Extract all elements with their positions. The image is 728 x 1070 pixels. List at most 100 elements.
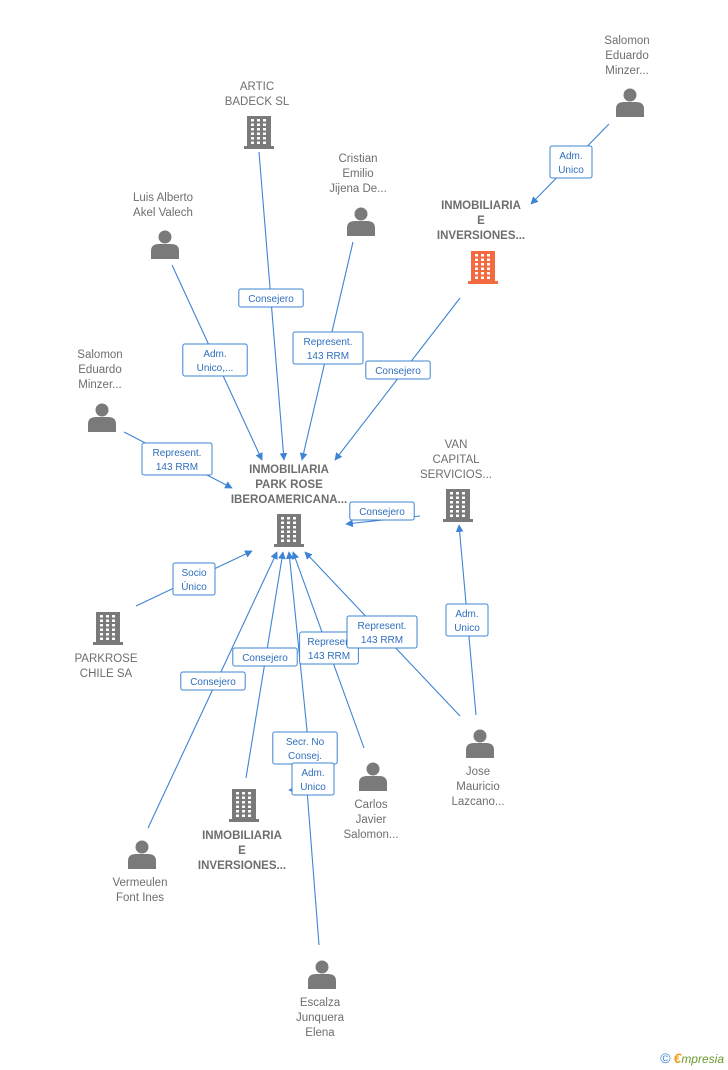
building-icon <box>468 251 498 284</box>
edge-label-inmob_bottom-to-center[interactable]: Consejero <box>232 647 298 667</box>
node-label-line: PARKROSE <box>74 653 137 665</box>
edge-label-van-to-center[interactable]: Consejero <box>349 501 415 521</box>
node-label-line: Salomon <box>604 35 649 47</box>
brand-initial: € <box>673 1050 682 1066</box>
building-icon <box>229 789 259 822</box>
brand-footer: ©€mpresia <box>660 1050 724 1066</box>
node-label-line: Salomon... <box>344 829 399 841</box>
edge-label-cristian-to-center[interactable]: Represent.143 RRM <box>292 331 364 365</box>
person-icon <box>616 88 644 117</box>
node-label-line: Mauricio <box>456 781 499 793</box>
node-label-line: Jijena De... <box>329 183 387 195</box>
node-label-line: Jose <box>466 766 490 778</box>
person-icon <box>466 729 494 758</box>
edge-label-text: Adm. <box>455 609 478 620</box>
edge-label-text: Secr. No <box>286 737 325 748</box>
edge-label-escalza-to-inmob_bottom[interactable]: Adm. Unico <box>291 762 335 796</box>
edge-label-text: Unico <box>558 165 584 176</box>
person-icon <box>88 403 116 432</box>
brand-name: mpresia <box>681 1052 724 1066</box>
node-label-line: INMOBILIARIA <box>202 830 282 842</box>
node-label-line: INMOBILIARIA <box>249 464 329 476</box>
edge-label-text: 143 RRM <box>361 635 403 646</box>
node-label-line: Carlos <box>354 799 387 811</box>
edge-label-text: Consejero <box>359 507 405 518</box>
node-salomon_left[interactable]: SalomonEduardoMinzer... <box>77 349 123 432</box>
edge-label-inmob_top-to-center[interactable]: Consejero <box>365 360 431 380</box>
edge-escalza-to-inmob_bottom <box>288 786 320 946</box>
node-label-line: BADECK SL <box>225 96 290 108</box>
node-label-line: INVERSIONES... <box>198 860 286 872</box>
person-icon <box>308 960 336 989</box>
node-label-line: E <box>238 845 246 857</box>
person-icon <box>151 230 179 259</box>
node-label-line: INMOBILIARIA <box>441 200 521 212</box>
person-icon <box>347 207 375 236</box>
edge-label-artic-to-center[interactable]: Consejero <box>238 288 304 308</box>
edge-label-jose-to-van[interactable]: Adm. Unico <box>445 603 489 637</box>
node-label-line: Salomon <box>77 349 122 361</box>
edge-label-text: Unico <box>454 623 480 634</box>
node-label-line: VAN <box>445 439 468 451</box>
edge-label-jose-to-center[interactable]: Represent. 143 RRM <box>346 615 418 649</box>
person-icon <box>128 840 156 869</box>
edge-label-carlos-to-center[interactable]: Represen 143 RRM <box>299 631 359 665</box>
node-label-line: CHILE SA <box>80 668 133 680</box>
node-label-line: Javier <box>356 814 387 826</box>
edge-label-text: Represen <box>307 637 350 648</box>
edge-label-text: Consejero <box>190 677 236 688</box>
edge-label-text: Socio <box>181 568 206 579</box>
nodes-layer: INMOBILIARIA PARK ROSE IBEROAMERICANA... AR… <box>74 35 649 1039</box>
edge-label-text: Consejero <box>248 294 294 305</box>
node-salomon_top[interactable]: SalomonEduardoMinzer... <box>604 35 650 117</box>
node-label-line: Font Ines <box>116 892 164 904</box>
node-label-line: SERVICIOS... <box>420 469 492 481</box>
node-label-line: Luis Alberto <box>133 192 193 204</box>
node-label-line: Elena <box>305 1027 335 1039</box>
node-label-line: CAPITAL <box>432 454 480 466</box>
edge-label-escalza-to-center[interactable]: Secr. No Consej. <box>272 731 338 765</box>
building-icon <box>244 116 274 149</box>
node-label-line: Emilio <box>342 168 373 180</box>
building-icon <box>274 514 304 547</box>
edge-label-text: Consej. <box>288 751 322 762</box>
node-label-line: Junquera <box>296 1012 345 1024</box>
node-label-line: Akel Valech <box>133 207 193 219</box>
node-carlos[interactable]: CarlosJavierSalomon... <box>344 762 399 842</box>
person-icon <box>359 762 387 791</box>
node-van[interactable]: VAN CAPITAL SERVICIOS... <box>420 439 492 522</box>
copyright-symbol: © <box>660 1050 671 1066</box>
node-jose[interactable]: JoseMauricioLazcano... <box>451 729 505 809</box>
node-parkrose[interactable]: PARKROSE CHILE SA <box>74 612 138 680</box>
node-center[interactable]: INMOBILIARIA PARK ROSE IBEROAMERICANA... <box>231 464 347 547</box>
edge-label-text: Represent. <box>304 337 353 348</box>
node-inmob_top[interactable]: INMOBILIARIAEINVERSIONES... <box>437 200 525 284</box>
edge-label-text: 143 RRM <box>308 651 350 662</box>
edge-label-text: Consejero <box>242 653 288 664</box>
node-label-line: Escalza <box>300 997 341 1009</box>
edge-label-text: 143 RRM <box>156 462 198 473</box>
edge-label-salomon_left-to-center[interactable]: Represent. 143 RRM <box>141 442 213 476</box>
edge-label-text: Adm. <box>203 349 226 360</box>
node-label-line: Eduardo <box>605 50 648 62</box>
edge-label-text: Unico,... <box>197 363 234 374</box>
edge-label-luis-to-center[interactable]: Adm. Unico,... <box>182 343 248 377</box>
edge-label-text: Represent. <box>358 621 407 632</box>
node-label-line: Minzer... <box>78 379 121 391</box>
edge-label-text: Adm. <box>301 768 324 779</box>
edge-label-salomon_top-to-inmob_top[interactable]: Adm.Unico <box>549 145 593 179</box>
node-label-line: IBEROAMERICANA... <box>231 494 347 506</box>
edge-label-text: Represent. <box>153 448 202 459</box>
node-label-line: PARK ROSE <box>255 479 323 491</box>
edge-label-vermeulen-to-center[interactable]: Consejero <box>180 671 246 691</box>
node-inmob_bottom[interactable]: INMOBILIARIA E INVERSIONES... <box>198 789 286 872</box>
edge-label-text: Unico <box>300 782 326 793</box>
